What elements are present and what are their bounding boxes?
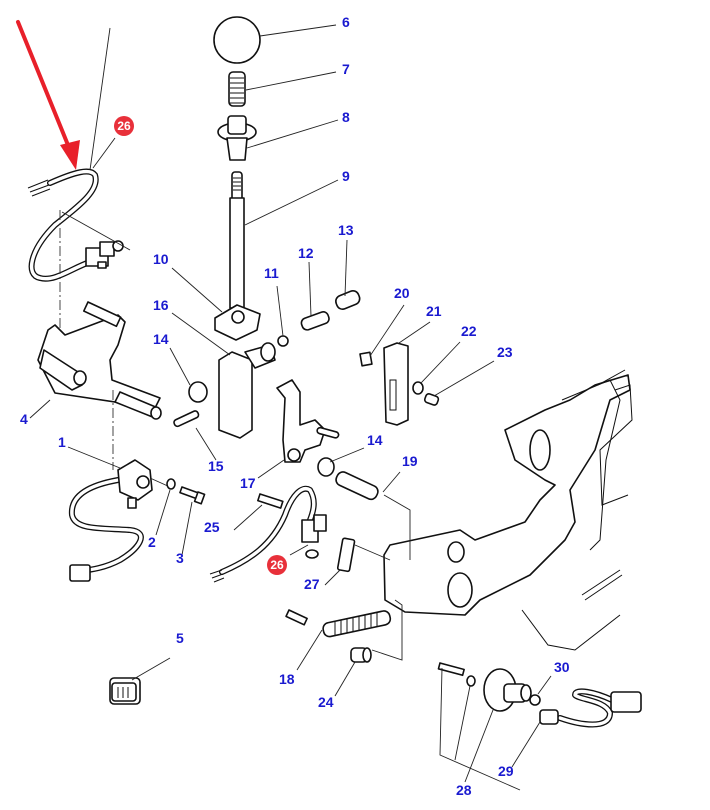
callout-26-lower-badge[interactable]: 26 [267, 555, 287, 575]
callout-23[interactable]: 23 [497, 344, 513, 360]
part-24-bushing[interactable] [350, 647, 372, 663]
callout-6[interactable]: 6 [342, 14, 350, 30]
callout-13[interactable]: 13 [338, 222, 354, 238]
bolt[interactable] [285, 609, 308, 626]
part-16-lever-body[interactable] [218, 342, 276, 439]
part-12-spring[interactable] [300, 310, 330, 331]
svg-text:26: 26 [117, 119, 131, 133]
part-17-lever-plate[interactable] [276, 379, 340, 463]
callout-12[interactable]: 12 [298, 245, 314, 261]
part-20-clip[interactable] [359, 351, 373, 367]
callout-17[interactable]: 17 [240, 475, 256, 491]
part-18-spring[interactable] [322, 610, 392, 638]
callout-9[interactable]: 9 [342, 168, 350, 184]
part-25-bolt[interactable] [257, 493, 284, 509]
part-23-screw[interactable] [423, 393, 440, 406]
part-3-bolt[interactable] [179, 486, 206, 505]
part-11-o-ring[interactable] [277, 335, 289, 347]
part-26-sensor-cable-lower[interactable] [209, 485, 327, 583]
callout-5[interactable]: 5 [176, 630, 184, 646]
callout-7[interactable]: 7 [342, 61, 350, 77]
callout-3[interactable]: 3 [176, 550, 184, 566]
svg-text:26: 26 [270, 558, 284, 572]
callout-14-left[interactable]: 14 [153, 331, 169, 347]
part-13-spring[interactable] [334, 289, 361, 311]
part-2-washer[interactable] [166, 478, 176, 490]
part-14-bushing-right[interactable] [317, 457, 335, 477]
part-7-spring[interactable] [228, 71, 246, 107]
part-26-sensor-cable-top[interactable] [27, 168, 124, 282]
part-29-sensor-cable[interactable] [539, 688, 642, 728]
part-9-shaft[interactable] [229, 171, 245, 309]
callout-29[interactable]: 29 [498, 763, 514, 779]
part-6-knob[interactable] [213, 16, 261, 64]
callout-2[interactable]: 2 [148, 534, 156, 550]
callout-25[interactable]: 25 [204, 519, 220, 535]
callout-20[interactable]: 20 [394, 285, 410, 301]
leader-lines [29, 24, 552, 791]
part-28-gear-sensor[interactable] [437, 662, 532, 712]
callout-28[interactable]: 28 [456, 782, 472, 798]
callout-30[interactable]: 30 [554, 659, 570, 675]
callout-8[interactable]: 8 [342, 109, 350, 125]
part-1-sensor-harness[interactable] [68, 459, 153, 582]
part-10-block[interactable] [214, 304, 261, 341]
part-19-pin[interactable] [334, 470, 380, 501]
part-22-spacer[interactable] [412, 381, 424, 395]
callout-16[interactable]: 16 [153, 297, 169, 313]
callout-19[interactable]: 19 [402, 453, 418, 469]
main-frame [383, 369, 633, 651]
part-5-connector-cap[interactable] [109, 677, 141, 705]
callout-4[interactable]: 4 [20, 411, 28, 427]
callout-labels: 1 2 3 4 5 6 7 8 9 10 11 12 13 14 14 15 1… [20, 14, 570, 798]
part-21-plate[interactable] [383, 342, 409, 426]
part-27-plate[interactable] [336, 537, 356, 573]
pointer-arrow [16, 20, 80, 170]
callout-22[interactable]: 22 [461, 323, 477, 339]
callout-15[interactable]: 15 [208, 458, 224, 474]
part-30-nut[interactable] [529, 694, 541, 706]
part-4-bracket[interactable] [37, 301, 162, 420]
callout-26-top-badge[interactable]: 26 [114, 116, 134, 136]
callout-1[interactable]: 1 [58, 434, 66, 450]
part-8-collar[interactable] [217, 115, 257, 161]
callout-10[interactable]: 10 [153, 251, 169, 267]
callout-27[interactable]: 27 [304, 576, 320, 592]
callout-24[interactable]: 24 [318, 694, 334, 710]
callout-21[interactable]: 21 [426, 303, 442, 319]
callout-14-right[interactable]: 14 [367, 432, 383, 448]
callout-11[interactable]: 11 [264, 265, 279, 281]
part-14-bushing-left[interactable] [188, 381, 208, 403]
part-15-pin[interactable] [173, 410, 200, 428]
callout-18[interactable]: 18 [279, 671, 295, 687]
